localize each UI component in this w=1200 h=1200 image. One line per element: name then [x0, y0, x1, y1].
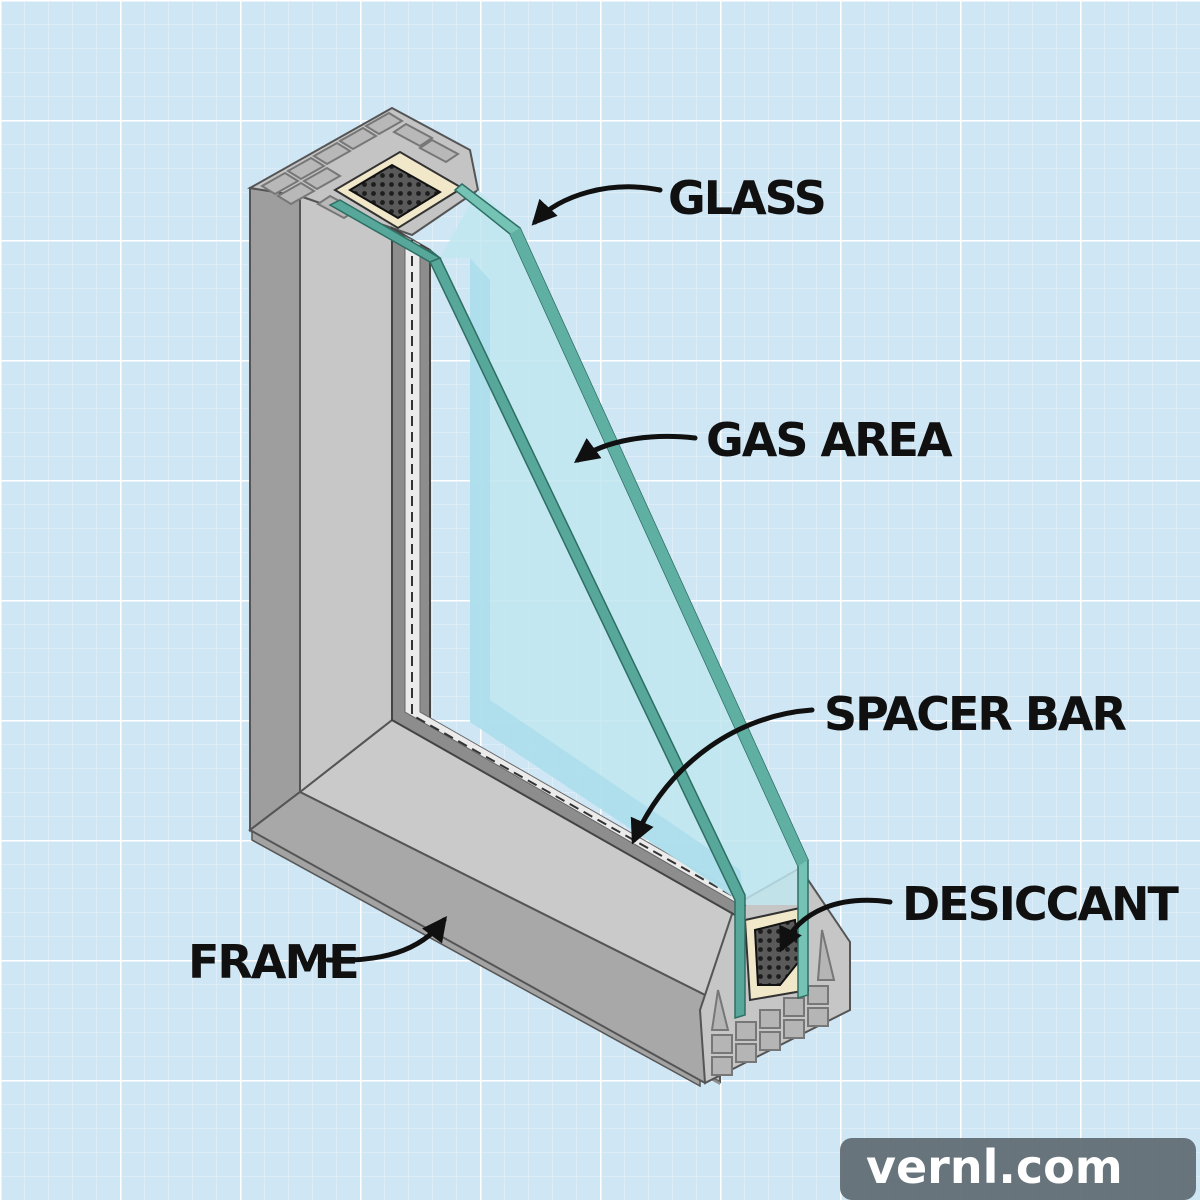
label-spacer-bar: SPACER BAR [824, 687, 1127, 741]
label-frame: FRAME [188, 935, 358, 989]
watermark-text: vernl.com [866, 1140, 1123, 1194]
label-glass: GLASS [668, 171, 825, 225]
watermark-badge: vernl.com [840, 1138, 1196, 1200]
label-gas-area: GAS AREA [706, 413, 953, 467]
label-desiccant: DESICCANT [902, 877, 1179, 931]
